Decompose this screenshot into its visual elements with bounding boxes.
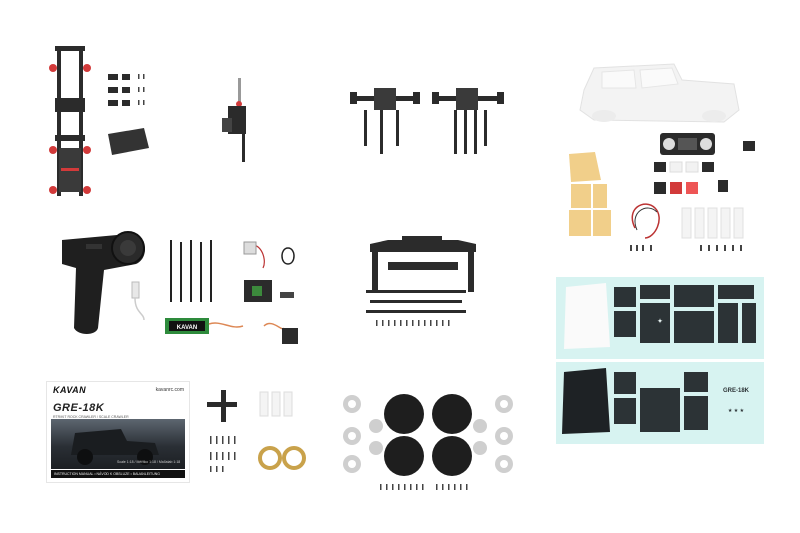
- manual-cover-photo: [51, 419, 185, 469]
- svg-text:✦: ✦: [657, 318, 662, 325]
- battery-tray: [106, 128, 151, 156]
- cable-ties: [168, 240, 218, 305]
- lipo-battery: KAVAN: [165, 316, 245, 336]
- transmission-gearbox: [216, 76, 256, 166]
- battery-label: KAVAN: [177, 325, 197, 331]
- front-axle: [350, 82, 420, 157]
- front-bumper: [368, 236, 478, 296]
- side-mirror: [742, 140, 756, 154]
- wheels-and-tires: [340, 390, 520, 490]
- manual-model: GRE-18K: [53, 402, 105, 414]
- front-grille: [660, 133, 715, 155]
- manual-website: kavanrc.com: [155, 387, 184, 393]
- light-buckets: [650, 160, 730, 205]
- clear-body-shell: [574, 60, 744, 125]
- spare-parts-white: [258, 390, 303, 420]
- rock-sliders: [366, 290, 466, 330]
- rear-axle: [432, 82, 504, 157]
- manual-title: INSTRUCTION MANUAL • NÁVOD K OBSLUZE • B…: [51, 470, 185, 478]
- decal-sheet-top: ✦: [556, 277, 764, 359]
- suspension-brackets: [108, 72, 153, 117]
- decal-logo: GRE-18K: [723, 388, 750, 394]
- chassis-frame: [45, 40, 95, 200]
- esc-receiver: [238, 238, 303, 313]
- usb-cable: [126, 278, 151, 323]
- steering-servo: [262, 318, 302, 348]
- radio-transmitter: [58, 218, 153, 338]
- svg-text:★ ★ ★: ★ ★ ★: [728, 408, 745, 414]
- instruction-manual: KAVAN kavanrc.com GRE-18K RTR/KIT ROCK C…: [47, 382, 189, 482]
- led-wiring: [625, 188, 665, 248]
- decal-sheet-bottom: GRE-18K ★ ★ ★: [556, 362, 764, 444]
- manual-brand: KAVAN: [53, 385, 87, 395]
- manual-scale: Scale 1:18 / Měřítko 1:18 / Maßstab 1:18: [117, 460, 181, 464]
- hardware-screws: [210, 436, 250, 476]
- manual-subtitle: RTR/KIT ROCK CRAWLER / SCALE CRAWLER: [53, 415, 129, 419]
- body-pins: [630, 245, 750, 253]
- body-clips: [680, 206, 748, 242]
- cross-wrench: [205, 390, 245, 425]
- brass-weights: [258, 445, 308, 471]
- window-masks: [565, 150, 615, 240]
